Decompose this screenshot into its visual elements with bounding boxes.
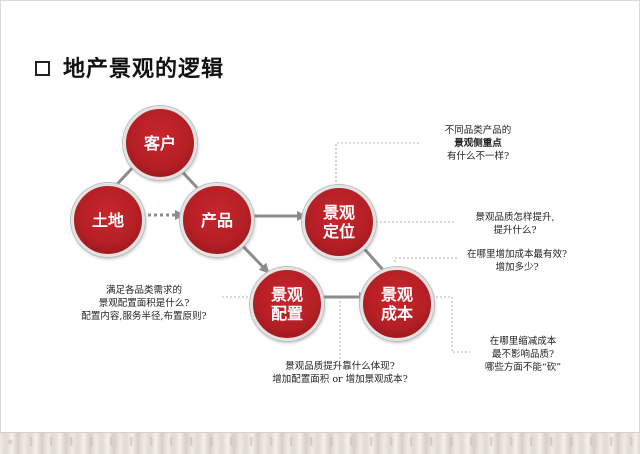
annotation-cost-cut: 在哪里缩减成本 最不影响品质? 哪些方面不能“砍” (484, 336, 562, 373)
node-cost-label-1: 景观 (380, 285, 413, 304)
annotation-quality-reflect: 景观品质提升靠什么体现? 增加配置面积 or 增加景观成本? (272, 361, 408, 385)
annotation-config-requirements: 满足各品类需求的 景观配置面积是什么? 配置内容,服务半径,布置原则? (81, 285, 207, 322)
node-cost[interactable]: 景观 成本 (360, 267, 434, 341)
node-configuration-label-2: 配置 (270, 304, 303, 323)
node-positioning[interactable]: 景观 定位 (302, 185, 376, 259)
node-positioning-label-1: 景观 (322, 203, 355, 222)
node-customer[interactable]: 客户 (123, 106, 197, 180)
node-configuration-label-1: 景观 (270, 285, 303, 304)
node-land-label: 土地 (91, 210, 124, 230)
title-bullet-icon (35, 61, 50, 76)
decorative-footer-band (0, 432, 640, 454)
annotation-cost-effective: 在哪里增加成本最有效? 增加多少? (466, 249, 568, 273)
leader-positioning-question (335, 142, 421, 190)
annotation-quality-improve: 景观品质怎样提升, 提升什么? (475, 212, 555, 236)
node-customer-label: 客户 (143, 133, 176, 153)
node-product[interactable]: 产品 (180, 183, 254, 257)
leader-cost-cut (428, 296, 470, 353)
node-cost-label-2: 成本 (380, 304, 413, 323)
annotation-positioning-question: 不同品类产品的 景观侧重点 有什么不一样? (444, 125, 512, 162)
leader-cost-effective (394, 257, 458, 262)
node-product-label: 产品 (200, 210, 233, 230)
node-land[interactable]: 土地 (71, 183, 145, 257)
node-configuration[interactable]: 景观 配置 (250, 267, 324, 341)
node-positioning-label-2: 定位 (322, 222, 355, 241)
page-title: 地产景观的逻辑 (63, 57, 225, 82)
